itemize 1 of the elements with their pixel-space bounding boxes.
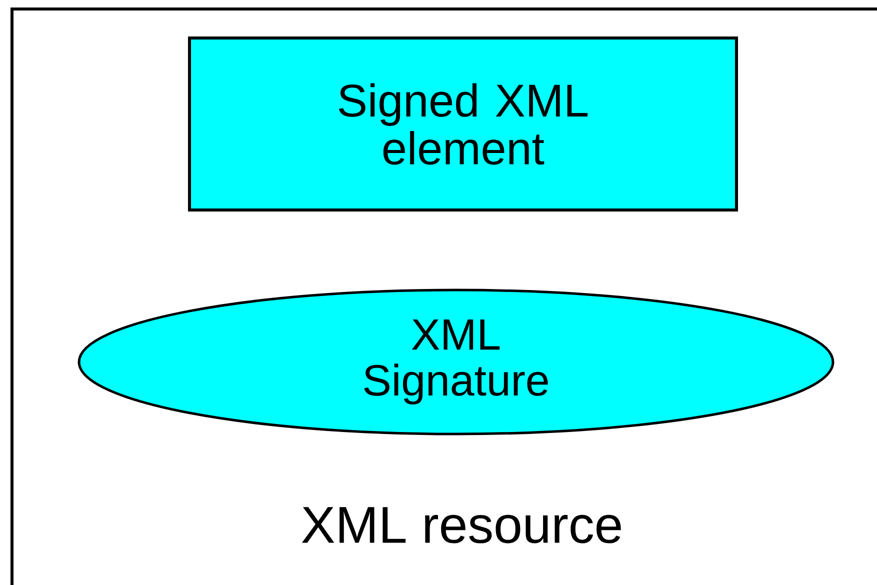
element-box: Signed XML element <box>188 36 738 212</box>
